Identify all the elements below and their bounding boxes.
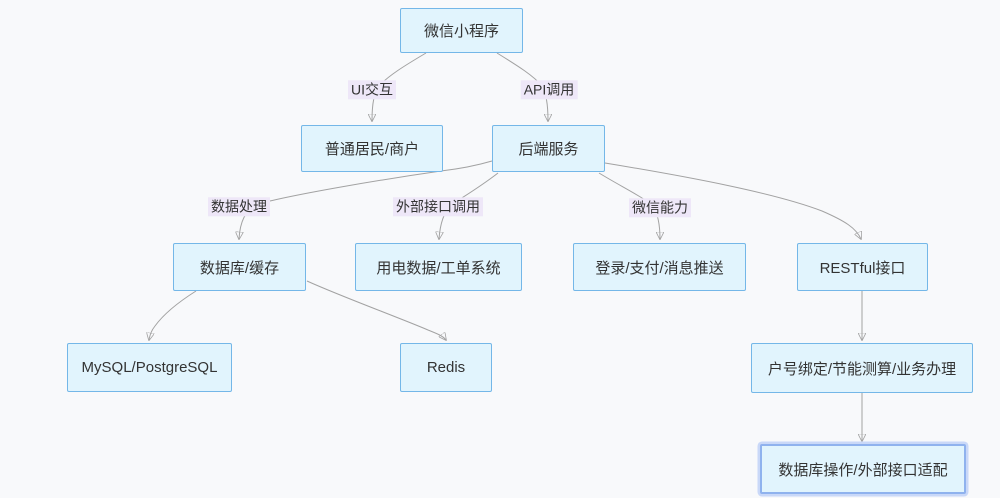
edge-label-wechat-capability: 微信能力	[629, 198, 691, 218]
node-residents-merchants: 普通居民/商户	[301, 125, 443, 172]
node-database-cache: 数据库/缓存	[173, 243, 306, 291]
node-account-binding-services: 户号绑定/节能测算/业务办理	[751, 343, 973, 393]
node-power-data-workorder: 用电数据/工单系统	[355, 243, 522, 291]
edge-label-api-call: API调用	[520, 80, 578, 100]
node-restful-api: RESTful接口	[797, 243, 928, 291]
edge-database-mysql	[149, 290, 197, 340]
node-wechat-miniprogram: 微信小程序	[400, 8, 523, 53]
node-backend-service: 后端服务	[492, 125, 605, 172]
node-db-ops-adapter: 数据库操作/外部接口适配	[760, 444, 966, 494]
node-login-pay-push: 登录/支付/消息推送	[573, 243, 746, 291]
edge-database-redis	[306, 280, 446, 340]
edge-backend-restful	[604, 162, 861, 239]
node-redis: Redis	[400, 343, 492, 392]
edge-label-ui-interaction: UI交互	[348, 80, 396, 100]
node-mysql-postgresql: MySQL/PostgreSQL	[67, 343, 232, 392]
edge-label-external-api-call: 外部接口调用	[393, 197, 483, 217]
edge-label-data-processing: 数据处理	[208, 197, 270, 217]
